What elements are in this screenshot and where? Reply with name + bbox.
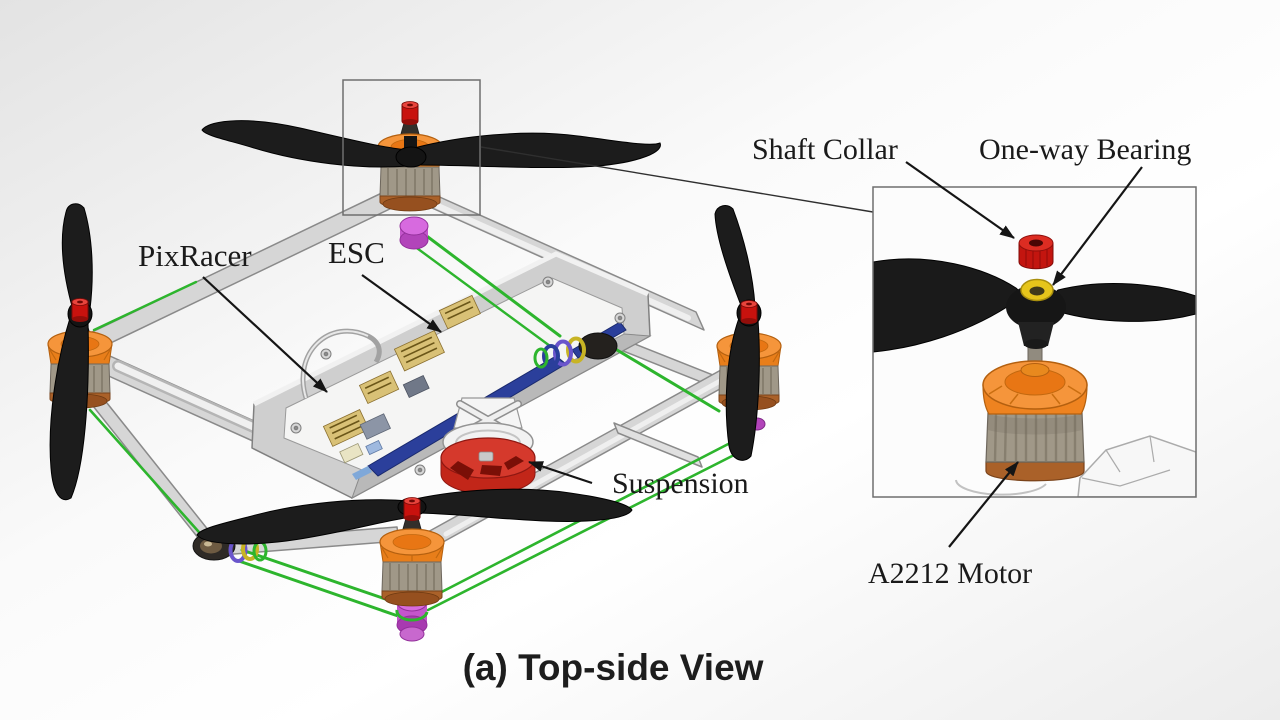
pin-header (358, 370, 400, 405)
inset-shaft-collar (1018, 234, 1054, 270)
prop-nut-left (71, 298, 89, 323)
top-motor-pulley (399, 216, 429, 250)
figure-caption: (a) Top-side View (463, 647, 764, 688)
drone-illustration (47, 101, 782, 642)
label-pixracer: PixRacer (138, 238, 252, 273)
label-one-way-bearing: One-way Bearing (979, 133, 1191, 166)
blue-ring (542, 344, 560, 368)
propeller-top (201, 120, 661, 169)
inset-frame-sketch (955, 435, 1196, 497)
deck-edge-lightblue (352, 466, 372, 480)
belt-top (408, 241, 552, 348)
yellow-ring (566, 336, 586, 364)
suspension-red-drum (440, 437, 536, 495)
pin-header (322, 409, 370, 447)
belt-right (605, 342, 721, 413)
esc-connector-block (438, 294, 481, 330)
arrow-shaft-collar (905, 161, 1015, 239)
small-board (365, 439, 383, 456)
annotation-labels: PixRacer ESC Shaft Collar One-way Bearin… (138, 133, 1191, 590)
annotation-arrows (202, 161, 1143, 548)
inset-propeller (873, 258, 1196, 353)
belt-bottom-left (240, 548, 402, 606)
arrow-one-way-bearing (1052, 166, 1143, 286)
suspension-assembly (440, 397, 536, 509)
belt-top (418, 229, 562, 338)
ic-chip (402, 374, 430, 399)
label-a2212-motor: A2212 Motor (868, 557, 1032, 590)
arrow-a2212-motor (948, 461, 1019, 548)
esc-connector-block (393, 330, 445, 372)
motor-base (985, 461, 1085, 482)
belt-upper-left (92, 280, 198, 332)
callout-box (342, 79, 481, 216)
deck-pulley (578, 332, 618, 360)
arm-hook-right (613, 422, 703, 468)
prop-nut-bottom (403, 497, 421, 522)
belt-bottom-left (234, 558, 400, 618)
belt-bottom-right (426, 450, 742, 612)
prop-nut-top (401, 101, 419, 126)
pulleys (192, 216, 766, 642)
small-board (339, 442, 364, 464)
green-ring (533, 347, 549, 369)
inset-border (872, 186, 1197, 498)
deck-screws (290, 276, 626, 476)
prop-nut-right (740, 300, 758, 325)
detail-inset (872, 186, 1197, 498)
suspension-bracket (453, 397, 523, 429)
arrow-esc (361, 274, 442, 333)
arrow-pixracer (202, 276, 328, 393)
label-shaft-collar: Shaft Collar (752, 133, 898, 166)
callout-connector-line (480, 146, 874, 213)
purple-ring (553, 339, 573, 367)
pcb-components (322, 294, 481, 464)
belt-left (88, 408, 208, 542)
label-esc: ESC (328, 235, 385, 270)
arrow-suspension (528, 460, 593, 485)
label-suspension: Suspension (612, 467, 749, 500)
ic-chip (359, 413, 392, 440)
